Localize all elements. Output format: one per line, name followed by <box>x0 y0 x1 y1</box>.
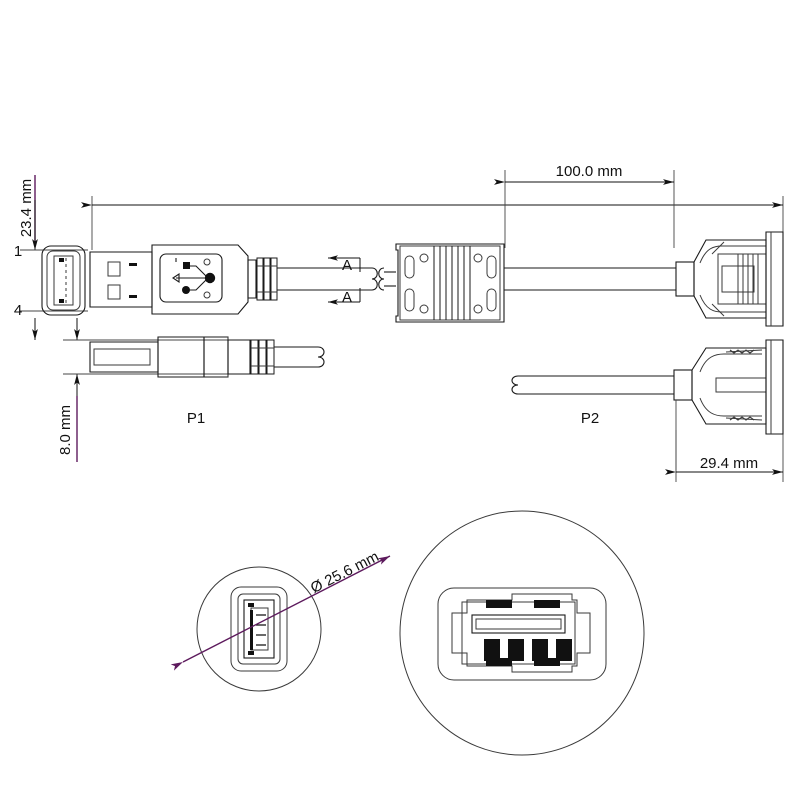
usb-a-receptacle-detail-circle <box>399 510 645 756</box>
panel-bezel-detail-circle <box>196 566 322 692</box>
connector-label-p2: P2 <box>581 410 599 427</box>
section-label-a-bottom: A <box>342 289 352 306</box>
pin-label-4: 4 <box>14 302 22 319</box>
dimension-label-29-4mm: 29.4 mm <box>700 455 758 472</box>
p1-side-view <box>89 336 325 378</box>
dimension-label-23-4mm: 23.4 mm <box>18 179 35 237</box>
dimension-label-100mm: 100.0 mm <box>556 163 623 180</box>
dimension-label-8-0mm: 8.0 mm <box>57 405 74 455</box>
dimension-depth-8-0 <box>63 318 250 462</box>
p2-panel-mount-receptacle-top-view <box>675 231 784 327</box>
pin-label-1: 1 <box>14 243 22 260</box>
p1-usb-a-receptacle-face <box>41 245 86 316</box>
diameter-dimension-leader <box>170 555 391 671</box>
p1-usb-a-plug-top-view <box>89 244 396 315</box>
dimension-label-diameter: Ø 25.6 mm <box>308 548 382 597</box>
dimension-cable-length-100 <box>494 170 675 248</box>
connector-label-p1: P1 <box>187 410 205 427</box>
section-mark-a-bottom <box>328 288 361 305</box>
p2-side-view <box>511 339 784 470</box>
usb-trident-icon <box>172 258 216 299</box>
section-label-a-top: A <box>342 257 352 274</box>
section-mark-a-top <box>328 255 361 272</box>
overall-length-dimension <box>81 196 784 250</box>
mounting-bracket-top-view <box>395 243 676 323</box>
dimension-height-23-4 <box>20 175 88 340</box>
